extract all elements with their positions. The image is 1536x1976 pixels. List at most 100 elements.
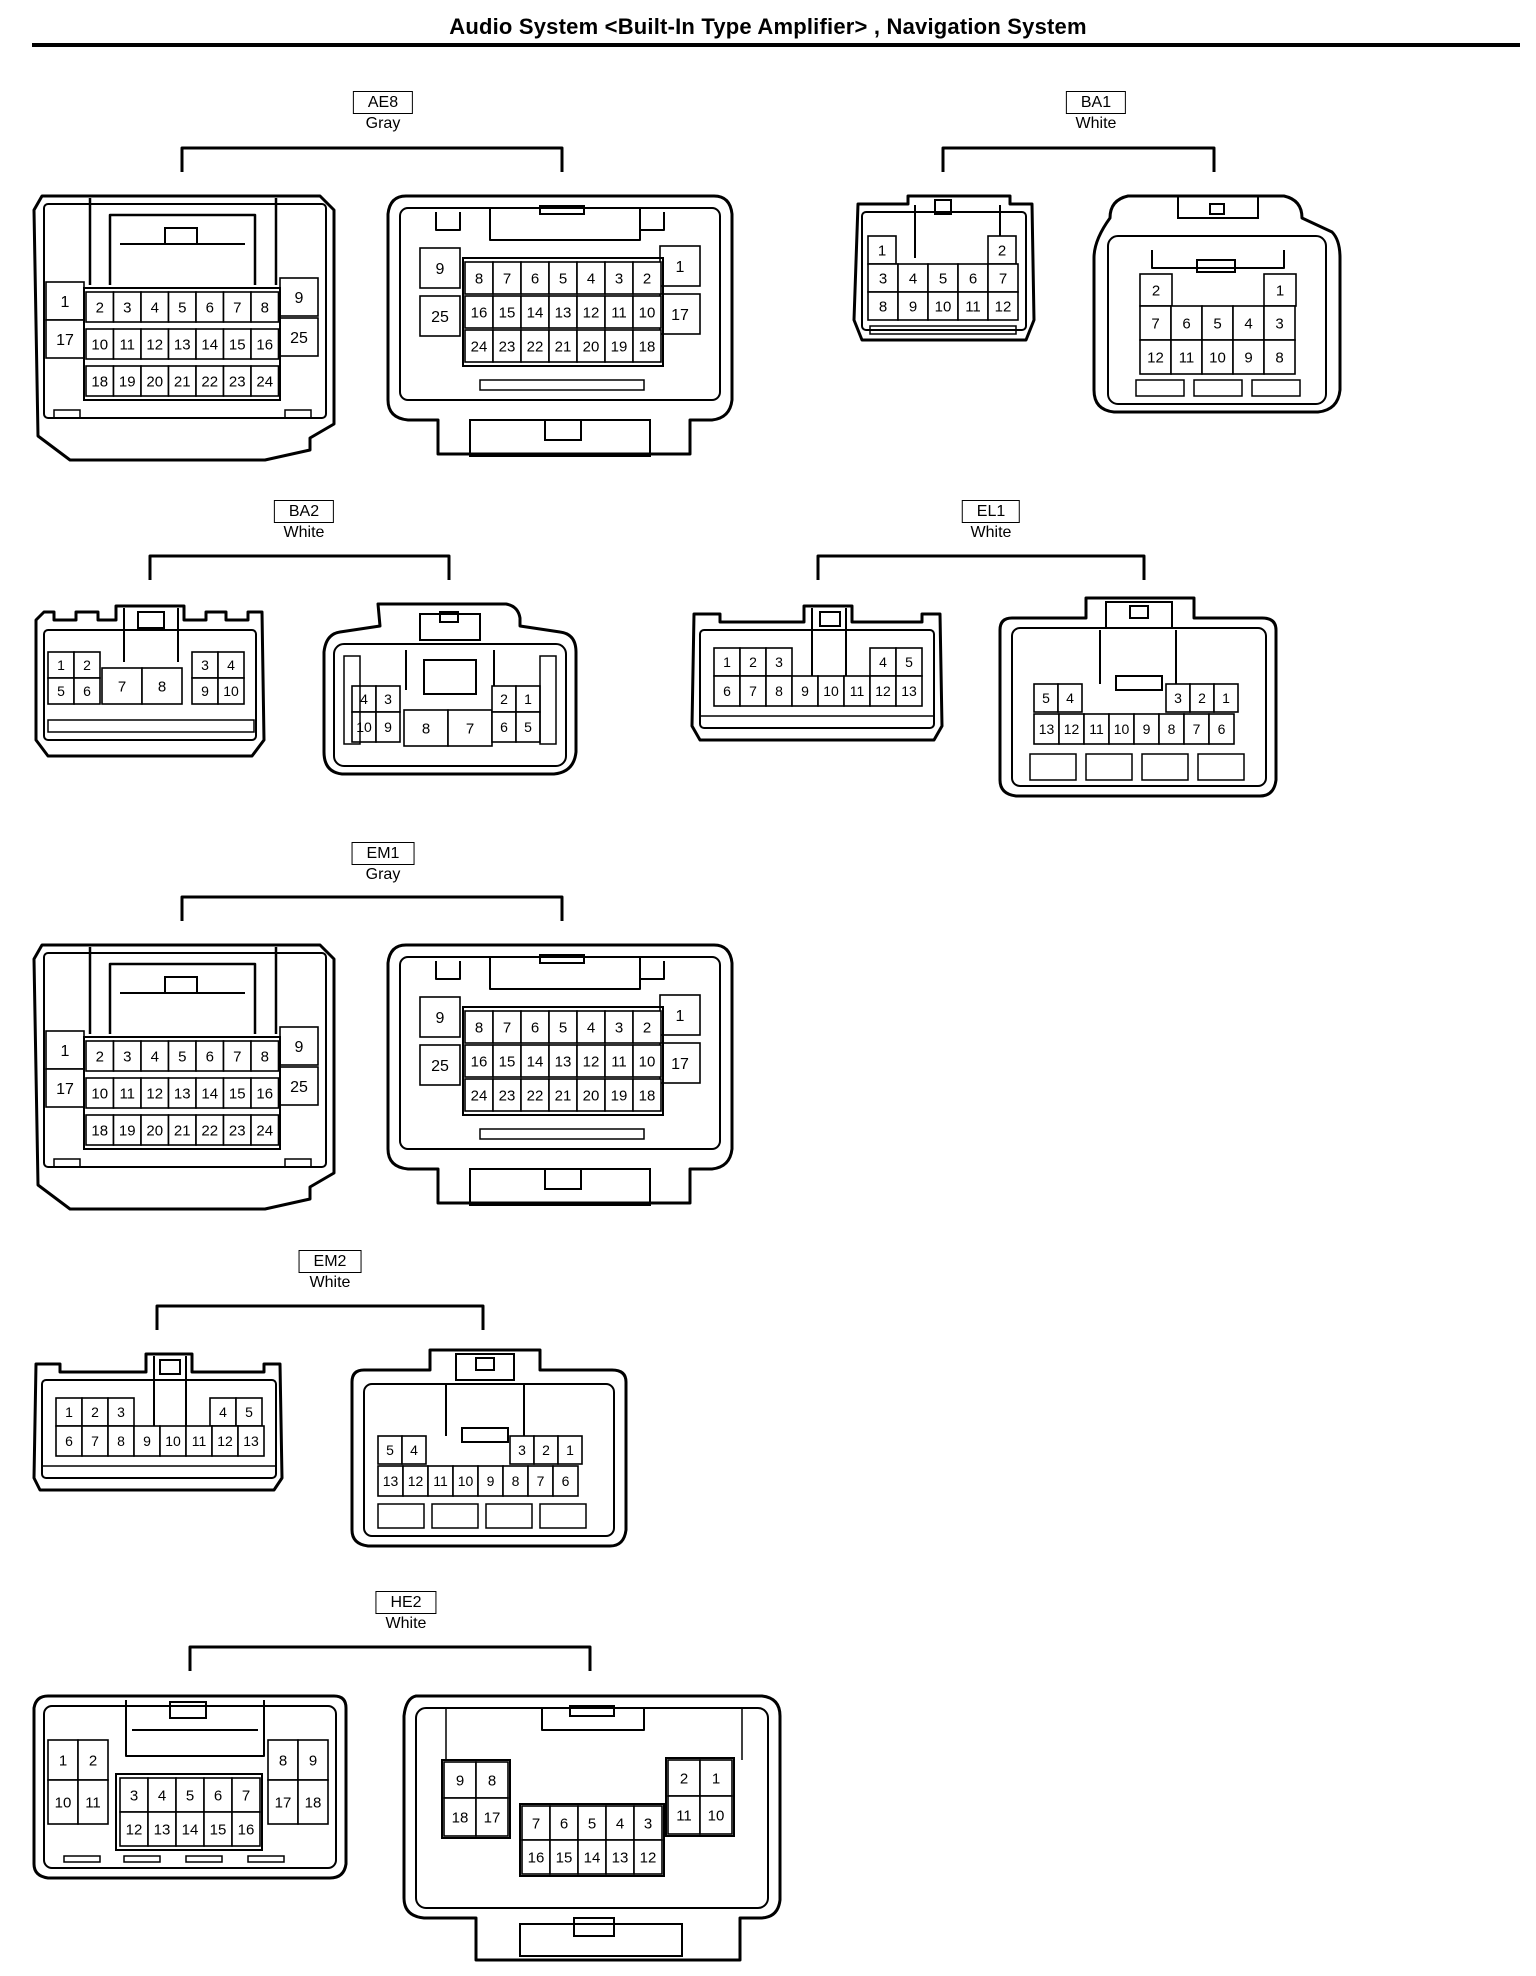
connector-bracket bbox=[148, 554, 451, 580]
pin-number: 6 bbox=[560, 1815, 568, 1832]
connector-skirt bbox=[519, 1923, 683, 1957]
pin-cell bbox=[492, 261, 522, 295]
connector-slot bbox=[539, 655, 557, 745]
connector-key bbox=[489, 208, 641, 241]
pin-number: 11 bbox=[676, 1807, 692, 1824]
pin-number: 10 bbox=[91, 1085, 108, 1102]
pin-number: 3 bbox=[615, 1019, 623, 1036]
pin-number: 13 bbox=[555, 1053, 572, 1070]
pin-cell bbox=[492, 1010, 522, 1044]
pin-number: 15 bbox=[499, 304, 516, 321]
pin-cell bbox=[195, 365, 225, 397]
pin-cell bbox=[297, 1779, 329, 1825]
pin-number: 10 bbox=[823, 683, 839, 699]
pin-cell bbox=[699, 1759, 733, 1797]
pin-cell bbox=[520, 261, 550, 295]
connector-key bbox=[435, 961, 461, 980]
pin-cell bbox=[401, 1435, 427, 1465]
pin-cell bbox=[85, 1040, 115, 1072]
connector-inner-frame bbox=[43, 203, 327, 419]
connector-label-ae8: AE8 Gray bbox=[352, 91, 414, 133]
connector-slot bbox=[63, 1855, 101, 1863]
pin-number: 17 bbox=[484, 1809, 501, 1826]
pin-number: 25 bbox=[431, 309, 449, 326]
pin-cell bbox=[140, 291, 170, 323]
connector-body bbox=[386, 194, 734, 456]
pin-number: 9 bbox=[295, 290, 304, 307]
pin-number: 19 bbox=[611, 338, 628, 355]
pin-cell bbox=[112, 365, 142, 397]
connector-inner-frame bbox=[1107, 235, 1327, 405]
pin-number: 24 bbox=[256, 373, 273, 390]
pin-cell bbox=[250, 1040, 280, 1072]
connector-latch bbox=[153, 1356, 187, 1428]
pin-cell bbox=[250, 365, 280, 397]
pin-cell bbox=[235, 1397, 263, 1427]
pin-cell bbox=[419, 247, 461, 289]
pin-cell bbox=[1139, 305, 1172, 341]
pin-number: 10 bbox=[55, 1794, 72, 1811]
connector-slot bbox=[123, 1855, 161, 1863]
pin-cell bbox=[632, 329, 662, 363]
connector-latch bbox=[445, 1384, 525, 1436]
pin-cell bbox=[222, 1077, 252, 1109]
pin-number: 8 bbox=[475, 1019, 483, 1036]
pin-number: 16 bbox=[528, 1849, 545, 1866]
pin-number: 23 bbox=[229, 373, 246, 390]
pin-number: 1 bbox=[61, 294, 70, 311]
pin-cell bbox=[175, 1777, 205, 1813]
pin-cell bbox=[222, 365, 252, 397]
pin-cell bbox=[552, 1465, 579, 1497]
pin-number: 8 bbox=[775, 683, 783, 699]
connector-body bbox=[32, 943, 336, 1211]
pin-cell bbox=[452, 1465, 479, 1497]
pin-number: 1 bbox=[566, 1442, 574, 1458]
pin-number: 7 bbox=[233, 299, 241, 316]
pin-number: 18 bbox=[91, 1122, 108, 1139]
pin-number: 2 bbox=[83, 657, 91, 673]
pin-number: 4 bbox=[587, 270, 595, 287]
pin-number: 6 bbox=[531, 1019, 539, 1036]
pin-number: 3 bbox=[201, 657, 209, 673]
pin-cell bbox=[279, 277, 319, 317]
pin-number: 7 bbox=[503, 270, 511, 287]
pin-cell bbox=[1263, 305, 1296, 341]
connector-key bbox=[639, 961, 665, 980]
pin-number: 8 bbox=[422, 720, 430, 737]
pin-cell bbox=[250, 1114, 280, 1146]
pin-number: 12 bbox=[583, 1053, 600, 1070]
pin-number: 5 bbox=[57, 683, 65, 699]
pin-number: 7 bbox=[91, 1433, 99, 1449]
pin-number: 7 bbox=[242, 1787, 250, 1804]
pin-number: 9 bbox=[909, 298, 917, 315]
pin-block bbox=[441, 1759, 511, 1839]
pin-number: 19 bbox=[611, 1087, 628, 1104]
connector-bracket bbox=[180, 146, 564, 172]
pin-cell bbox=[713, 675, 741, 707]
pin-number: 10 bbox=[639, 304, 656, 321]
pin-number: 8 bbox=[279, 1752, 287, 1769]
connector-latch bbox=[123, 608, 179, 662]
pin-number: 18 bbox=[639, 1087, 656, 1104]
connector-foot bbox=[53, 1158, 81, 1168]
pin-cell bbox=[1183, 713, 1210, 745]
pin-number: 14 bbox=[182, 1821, 199, 1838]
pin-cell bbox=[185, 1425, 213, 1457]
connector-latch bbox=[88, 947, 278, 1034]
pin-number: 9 bbox=[1244, 349, 1252, 366]
connector-color: White bbox=[385, 1615, 427, 1632]
pin-number: 6 bbox=[969, 270, 977, 287]
pin-cell bbox=[237, 1425, 265, 1457]
connector-slot bbox=[539, 1503, 587, 1529]
pin-cell bbox=[217, 651, 245, 679]
pin-number: 4 bbox=[151, 299, 159, 316]
pin-number: 1 bbox=[61, 1043, 70, 1060]
pin-cell bbox=[250, 291, 280, 323]
pin-cell bbox=[375, 711, 401, 743]
pin-number: 9 bbox=[436, 261, 445, 278]
pin-number: 10 bbox=[935, 298, 952, 315]
connector-lock-housing bbox=[419, 613, 481, 641]
pin-number: 6 bbox=[206, 299, 214, 316]
pin-cell bbox=[492, 295, 522, 329]
pin-number: 5 bbox=[1042, 690, 1050, 706]
